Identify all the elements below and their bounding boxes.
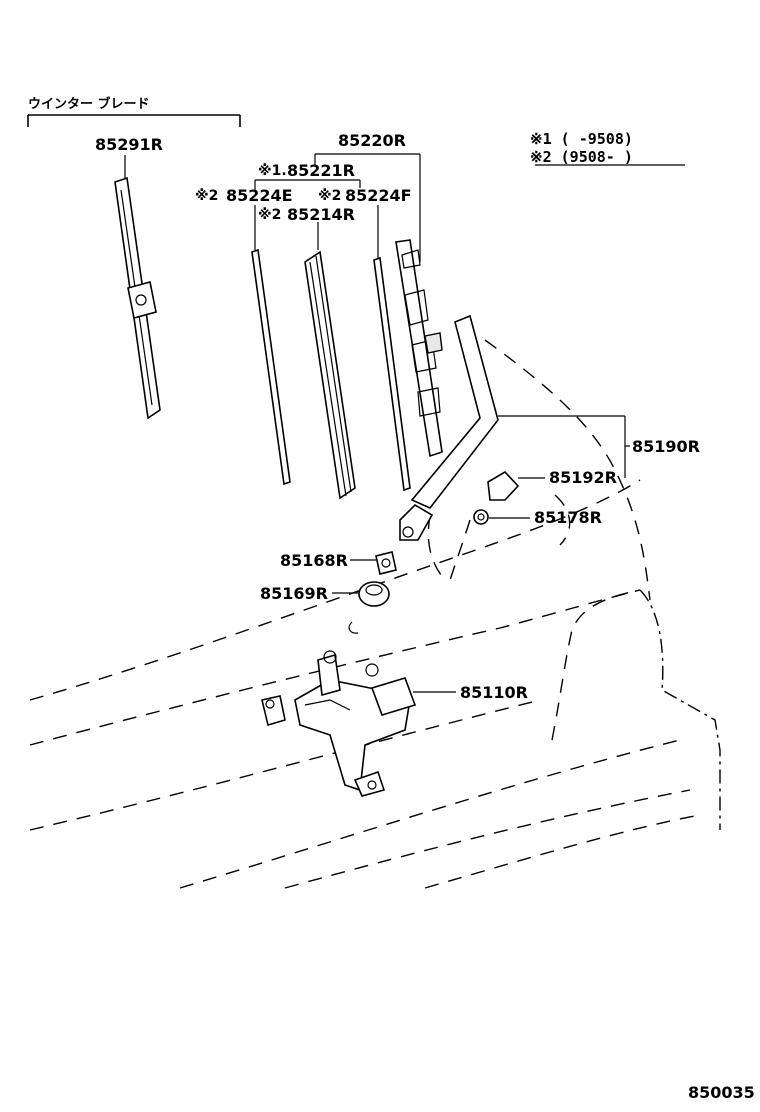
marker-2-c: ※2 — [258, 207, 281, 223]
label-85291R: 85291R — [95, 135, 163, 154]
label-85224E: 85224E — [226, 186, 293, 205]
note-2: ※2 (9508- ) — [530, 148, 633, 166]
grommet-85169R — [332, 581, 390, 634]
vehicle-body-outline — [29, 339, 721, 889]
label-85214R: 85214R — [287, 205, 355, 224]
label-85168R: 85168R — [280, 551, 348, 570]
winter-blade-label: ウインター ブレード — [28, 96, 150, 112]
blade-assy-leaders — [254, 153, 421, 262]
wiper-blade-frame — [395, 239, 443, 458]
packing-85168R — [350, 551, 397, 575]
winter-blade-bracket — [27, 114, 241, 127]
marker-2-b: ※2 — [318, 188, 341, 204]
diagram-id: 850035 — [688, 1083, 755, 1102]
rubber-refill-e — [251, 248, 291, 486]
label-85192R: 85192R — [549, 468, 617, 487]
wiper-arm — [399, 314, 499, 541]
label-85224F: 85224F — [345, 186, 412, 205]
label-85178R: 85178R — [534, 508, 602, 527]
leader-85190R — [498, 415, 630, 478]
cap-85192R — [487, 470, 545, 501]
marker-1-dot: ※1. — [258, 163, 287, 179]
note-1: ※1 ( -9508) — [530, 130, 633, 148]
label-85220R: 85220R — [338, 131, 406, 150]
winter-blade-part — [114, 155, 161, 420]
blade-rubber-85214R — [304, 250, 356, 500]
marker-2-a: ※2 — [195, 188, 218, 204]
label-85221R: 85221R — [287, 161, 355, 180]
label-85169R: 85169R — [260, 584, 328, 603]
wiper-motor — [261, 650, 456, 797]
nut-85178R — [473, 509, 530, 525]
label-85110R: 85110R — [460, 683, 528, 702]
label-85190R: 85190R — [632, 437, 700, 456]
rubber-refill-f — [373, 256, 411, 492]
